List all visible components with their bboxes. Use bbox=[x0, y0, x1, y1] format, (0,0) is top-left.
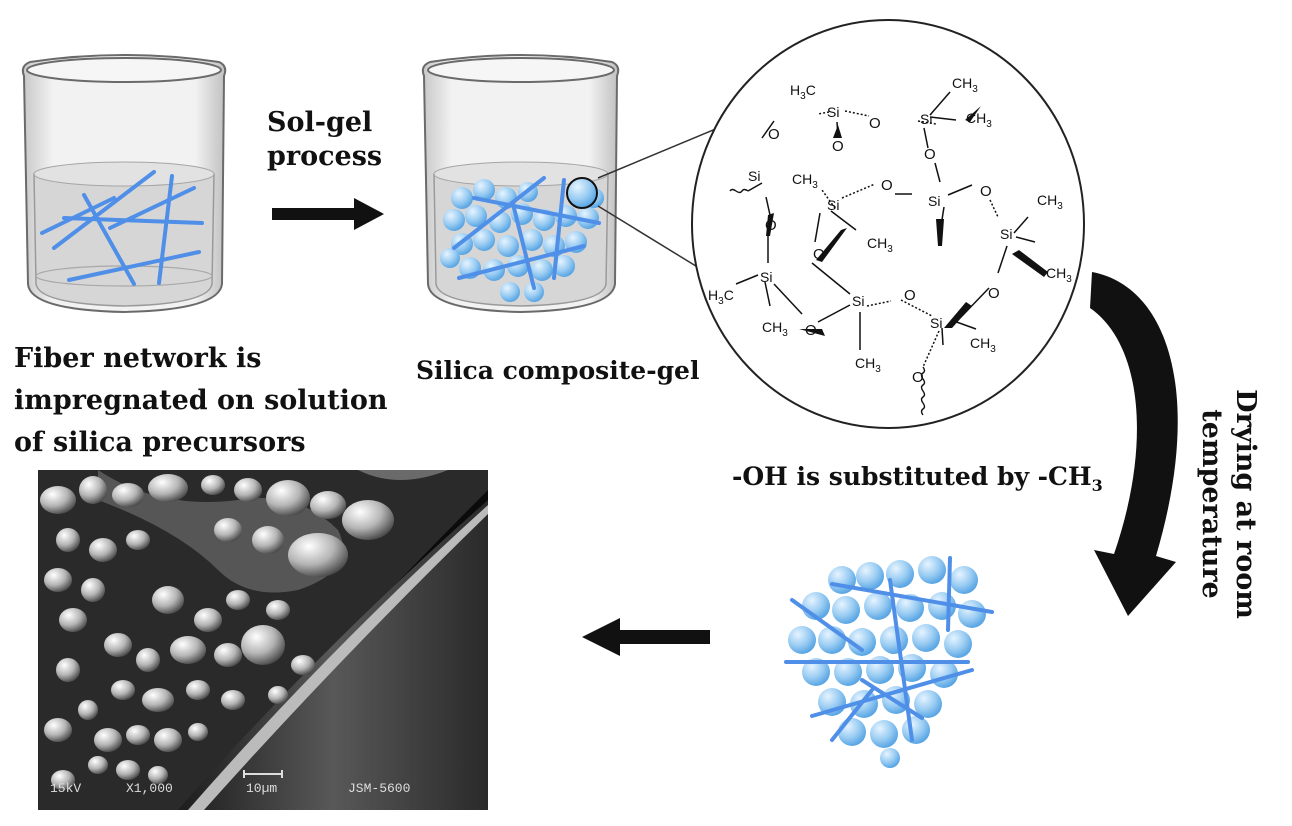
substitution-text: -OH is substituted by -CH bbox=[732, 462, 1092, 491]
silicon-atom: Si bbox=[827, 197, 839, 213]
silicon-atom: Si bbox=[748, 168, 760, 184]
fiber-caption-line1: Fiber network is bbox=[14, 343, 262, 374]
silicon-atom: Si bbox=[827, 104, 839, 120]
oxygen-atom: O bbox=[912, 369, 924, 386]
oxygen-atom: O bbox=[813, 246, 825, 263]
fiber-strands bbox=[40, 170, 204, 286]
substitution-caption: -OH is substituted by -CH3 bbox=[732, 462, 1103, 501]
composite-fibers bbox=[452, 176, 601, 290]
arrow-right-icon bbox=[272, 198, 384, 230]
curved-arrow-icon bbox=[1090, 272, 1178, 616]
methyl-label: H3C bbox=[708, 287, 734, 307]
methyl-label: CH3 bbox=[952, 75, 978, 95]
methyl-label: CH3 bbox=[762, 319, 788, 339]
sem-kv: 15kV bbox=[50, 781, 81, 796]
methyl-label: CH3 bbox=[792, 171, 818, 191]
methyl-label: CH3 bbox=[970, 335, 996, 355]
oxygen-atom: O bbox=[869, 115, 881, 132]
drying-line2: temperature bbox=[1196, 409, 1227, 599]
oxygen-atom: O bbox=[765, 217, 777, 234]
oxygen-atom: O bbox=[881, 177, 893, 194]
sol-gel-label: Sol-gel process bbox=[267, 106, 382, 174]
sem-instrument: JSM-5600 bbox=[348, 781, 410, 796]
fiber-caption-line3: of silica precursors bbox=[14, 427, 306, 458]
drying-line1: Drying at room bbox=[1230, 389, 1261, 619]
oxygen-atom: O bbox=[805, 322, 817, 339]
sem-micrograph: 15kV X1,000 10µm JSM-5600 bbox=[38, 470, 488, 810]
substitution-subscript: 3 bbox=[1091, 476, 1103, 495]
oxygen-atom: O bbox=[980, 183, 992, 200]
fiber-caption-line2: impregnated on solution bbox=[14, 385, 388, 416]
methyl-label: CH3 bbox=[855, 355, 881, 375]
methyl-label: CH3 bbox=[1037, 192, 1063, 212]
silicon-atom: Si bbox=[1000, 226, 1012, 242]
silicon-atom: Si bbox=[930, 315, 942, 331]
methyl-label: CH3 bbox=[966, 110, 992, 130]
beaker-fiber-network bbox=[21, 54, 227, 314]
silicon-atom: Si bbox=[852, 293, 864, 309]
silicon-atom: Si bbox=[920, 111, 932, 127]
sol-gel-line1: Sol-gel bbox=[267, 107, 373, 138]
sem-magnification: X1,000 bbox=[126, 781, 173, 796]
oxygen-atom: O bbox=[924, 146, 936, 163]
oxygen-atom: O bbox=[988, 285, 1000, 302]
silicon-atom: Si bbox=[928, 193, 940, 209]
sol-gel-line2: process bbox=[267, 141, 383, 172]
sem-scale-bar-label: 10µm bbox=[246, 781, 277, 796]
arrow-left-icon bbox=[582, 618, 710, 656]
composite-gel-caption: Silica composite-gel bbox=[416, 356, 700, 385]
siloxane-structure-diagram: H3C Si O Si CH3 CH3 O O O Si CH3 O Si Si… bbox=[691, 19, 1085, 429]
sem-caption: 15kV X1,000 10µm JSM-5600 bbox=[50, 781, 410, 796]
methyl-label: CH3 bbox=[1046, 265, 1072, 285]
methyl-label: H3C bbox=[790, 82, 816, 102]
dried-aerogel-cluster bbox=[784, 556, 994, 768]
oxygen-atom: O bbox=[832, 138, 844, 155]
fiber-network-caption: Fiber network is impregnated on solution… bbox=[14, 338, 388, 464]
methyl-label: CH3 bbox=[867, 235, 893, 255]
oxygen-atom: O bbox=[904, 287, 916, 304]
oxygen-atom: O bbox=[768, 126, 780, 143]
beaker-composite-gel bbox=[421, 54, 620, 314]
drying-caption: Drying at room temperature bbox=[1194, 374, 1262, 634]
silicon-atom: Si bbox=[760, 269, 772, 285]
